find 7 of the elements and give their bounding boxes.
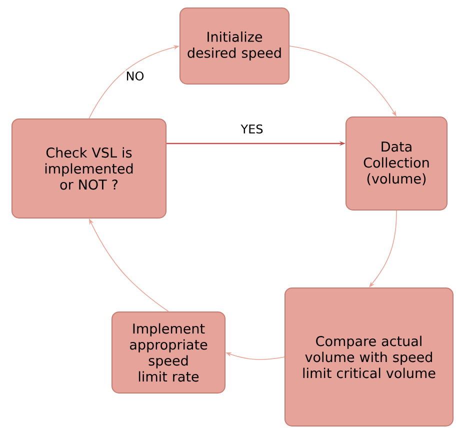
process-box: Compare actual volume with speed limit critical volume xyxy=(284,288,454,426)
edge-label: YES xyxy=(240,123,264,135)
edge-label: NO xyxy=(124,70,146,82)
process-box: Implement appropriate speed limit rate xyxy=(112,311,226,394)
process-box: Check VSL is implemented or NOT ? xyxy=(12,118,166,218)
process-box: Initialize desired speed xyxy=(180,8,290,84)
process-box: Data Collection (volume) xyxy=(346,116,448,210)
